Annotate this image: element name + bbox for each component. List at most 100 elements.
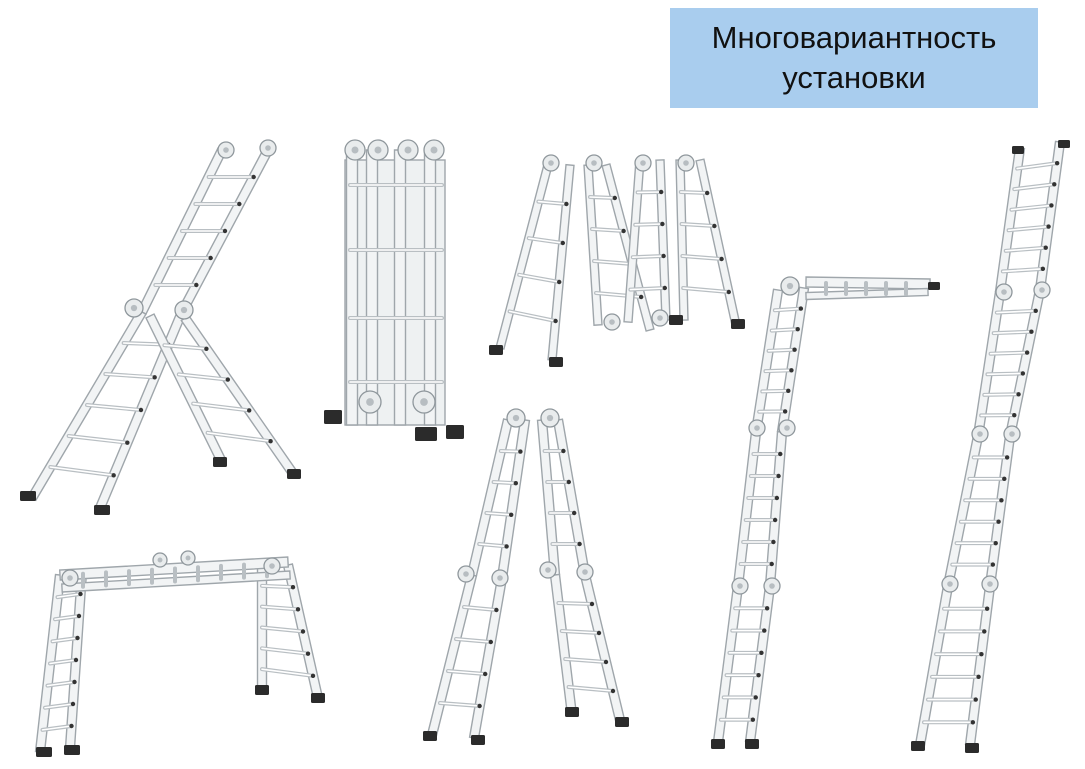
ladder-foot [94,505,110,515]
ladder-rung-highlight [527,237,564,244]
hinge-pin [497,575,503,581]
rivet [72,679,77,685]
rivet [111,473,116,478]
rivet [990,562,996,567]
rivet [208,255,213,261]
ladder-foot [731,319,745,329]
ladder-rail [180,314,297,476]
ladder-foot [287,469,301,479]
rivet [560,240,565,246]
rivet [125,440,130,445]
ladder-rung-highlight [983,393,1020,396]
hinge-pin [947,581,953,587]
rivet [483,671,488,677]
ladder-foot [549,357,563,367]
ladder-rung-highlight [192,402,250,412]
ladder-foot [745,739,759,749]
hinge-pin [786,282,794,290]
hinge-pin [657,315,663,321]
ladder-rung-highlight [681,255,723,260]
rivet [513,481,518,486]
ladder-rung-highlight [567,686,614,692]
rivet [1020,371,1026,376]
ladder-zigzag-double-a [489,154,745,367]
rivet [1012,412,1017,418]
hinge-pin [404,146,412,154]
rivet [1002,476,1007,482]
hinge-pin [640,160,646,166]
rivet [769,561,774,567]
ladder-rung-highlight [54,615,80,621]
ladder-rail [552,418,591,577]
rivet [603,659,609,665]
rivet [1004,455,1010,460]
ladder-rung-highlight [485,512,513,516]
rivet [762,628,767,633]
ladder-rung-highlight [764,369,793,372]
rivet [976,674,981,680]
rivet [194,282,199,288]
rivet [310,673,316,679]
ladder-foot [711,739,725,749]
ladder-rail [583,164,603,326]
ladder-rung-highlight [557,602,593,605]
ladder-foot [615,717,629,727]
hinge-pin [512,414,520,422]
ladder-foot [928,282,940,290]
ladder-foot [36,747,52,757]
rivet [999,498,1004,503]
hinge-pin [609,319,615,325]
rivet [610,688,616,694]
ladder-rung-highlight [499,450,522,453]
ladder-rail [547,163,575,362]
ladder-rung-highlight [680,223,716,227]
rivet [504,544,509,549]
rivet [564,201,569,207]
ladder-rail [495,163,553,350]
rivet [1043,245,1048,250]
hinge-pin [545,567,551,573]
ladder-rail [468,576,508,740]
rivet [69,723,74,729]
ladder-rung-highlight [178,373,229,381]
rivet [138,407,144,413]
rivet [509,512,514,517]
ladder-rung-highlight [44,703,74,709]
rivet [553,318,558,324]
rivet [251,174,256,180]
ladder-foot [965,743,979,753]
ladder-rung-highlight [447,670,487,675]
rivet [984,606,990,611]
ladder-rail [549,573,578,717]
ladder-rail [579,573,626,722]
hinge-pin [223,147,229,153]
ladder-rung-highlight [1010,204,1053,211]
hinge-pin [67,575,73,581]
rivet [661,253,666,259]
ladder-rung-highlight [774,307,802,312]
ladder-rung-highlight [104,373,156,379]
rivet [237,201,242,207]
ladder-rung-highlight [682,287,730,293]
ladder-rung-highlight [508,310,557,322]
rivet [204,346,209,351]
rivet [973,697,978,702]
rivet [782,409,788,414]
rivet [494,607,499,613]
ladder-foot [255,685,269,695]
ladder-rung-highlight [1002,268,1044,273]
ladder-foot [446,425,464,439]
ladder-rung-highlight [560,630,600,634]
ladder-foot [1058,140,1070,148]
ladder-rung-highlight [261,668,314,677]
hinge-pin [1001,289,1007,295]
ladder-rung-highlight [1016,162,1058,170]
hinge-pin [737,583,743,589]
rivet [557,279,562,285]
ladder-rung-highlight [629,287,666,291]
rivet [982,629,987,634]
rivet [774,495,780,501]
hinge-pin [591,160,597,166]
ladder-rung-highlight [1013,183,1056,190]
rivet [589,601,595,607]
